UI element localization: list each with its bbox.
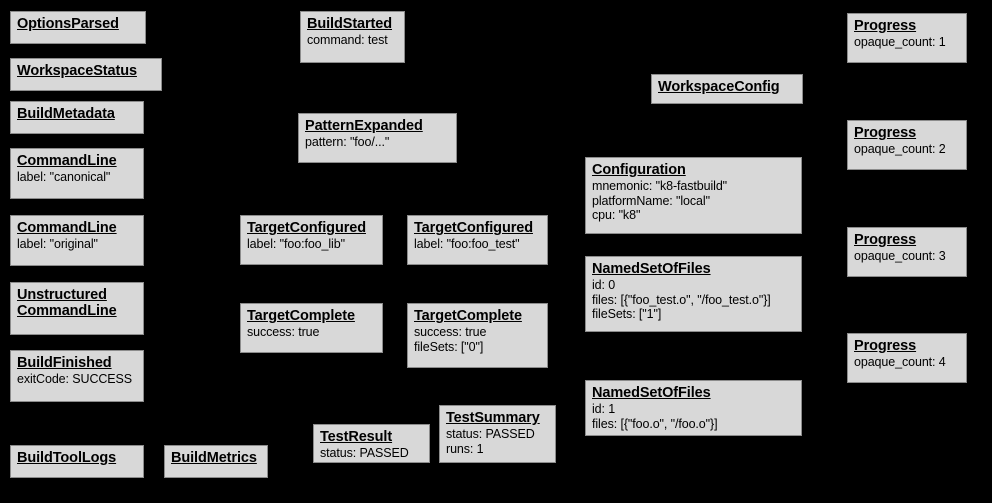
- node-field: fileSets: ["0"]: [414, 339, 484, 354]
- node-unstructured-command-line[interactable]: Unstructured CommandLine: [10, 282, 144, 335]
- node-title-options-parsed: OptionsParsed: [17, 16, 119, 32]
- node-title-workspace-config: WorkspaceConfig: [658, 79, 780, 95]
- node-title-progress-1: Progress: [854, 18, 917, 34]
- node-progress-2[interactable]: Progress opaque_count: 2: [847, 120, 967, 170]
- node-fields-test-result: status: PASSED: [320, 446, 423, 461]
- node-options-parsed[interactable]: OptionsParsed: [10, 11, 146, 44]
- node-build-started[interactable]: BuildStarted command: test: [300, 11, 405, 63]
- node-title-progress-4: Progress: [854, 338, 917, 354]
- node-progress-3[interactable]: Progress opaque_count: 3: [847, 227, 967, 277]
- node-title-command-line-original: CommandLine: [17, 220, 117, 236]
- node-field: pattern: "foo/...": [305, 135, 390, 149]
- node-workspace-config[interactable]: WorkspaceConfig: [651, 74, 803, 104]
- node-fields-pattern-expanded: pattern: "foo/...": [305, 135, 450, 150]
- node-field: files: [{"foo.o", "/foo.o"}]: [592, 416, 718, 431]
- node-workspace-status[interactable]: WorkspaceStatus: [10, 58, 162, 91]
- node-title-configuration: Configuration: [592, 162, 686, 178]
- node-target-complete-lib[interactable]: TargetComplete success: true: [240, 303, 383, 353]
- node-test-result[interactable]: TestResult status: PASSED: [313, 424, 430, 463]
- node-title-build-metrics: BuildMetrics: [171, 450, 257, 466]
- node-field: cpu: "k8": [592, 208, 641, 222]
- node-field: label: "foo:foo_lib": [247, 237, 345, 251]
- node-field: command: test: [307, 33, 388, 47]
- node-title-progress-2: Progress: [854, 125, 917, 141]
- node-configuration[interactable]: Configuration mnemonic: "k8-fastbuild"pl…: [585, 157, 802, 234]
- node-target-configured-foo-lib[interactable]: TargetConfigured label: "foo:foo_lib": [240, 215, 383, 265]
- node-title-workspace-status: WorkspaceStatus: [17, 63, 137, 79]
- node-build-tool-logs[interactable]: BuildToolLogs: [10, 445, 144, 478]
- node-fields-build-finished: exitCode: SUCCESS: [17, 372, 137, 387]
- node-field: label: "original": [17, 237, 98, 251]
- node-build-metadata[interactable]: BuildMetadata: [10, 101, 144, 134]
- node-field: label: "canonical": [17, 170, 111, 184]
- node-title-target-complete-lib: TargetComplete: [247, 308, 355, 324]
- node-fields-target-configured-foo-lib: label: "foo:foo_lib": [247, 237, 376, 252]
- node-field: files: [{"foo_test.o", "/foo_test.o"}]: [592, 292, 771, 307]
- node-title-target-configured-foo-test: TargetConfigured: [414, 220, 533, 236]
- node-fields-target-complete-lib: success: true: [247, 325, 376, 340]
- node-title-build-tool-logs: BuildToolLogs: [17, 450, 117, 466]
- node-field: label: "foo:foo_test": [414, 237, 520, 251]
- node-fields-target-configured-foo-test: label: "foo:foo_test": [414, 237, 541, 252]
- node-title-test-summary: TestSummary: [446, 410, 540, 426]
- node-field: success: true: [414, 325, 487, 339]
- node-fields-progress-4: opaque_count: 4: [854, 355, 960, 370]
- node-command-line-original[interactable]: CommandLine label: "original": [10, 215, 144, 266]
- node-title-named-set-of-files-0: NamedSetOfFiles: [592, 261, 711, 277]
- node-field: id: 0: [592, 278, 616, 292]
- node-field: runs: 1: [446, 441, 484, 456]
- node-title-target-complete-test: TargetComplete: [414, 308, 522, 324]
- node-field: opaque_count: 1: [854, 35, 946, 49]
- node-field: platformName: "local": [592, 193, 710, 208]
- node-field: opaque_count: 2: [854, 142, 946, 156]
- node-title-pattern-expanded: PatternExpanded: [305, 118, 423, 134]
- node-field: exitCode: SUCCESS: [17, 372, 133, 386]
- node-field: id: 1: [592, 402, 616, 416]
- node-field: opaque_count: 3: [854, 249, 946, 263]
- node-command-line-canonical[interactable]: CommandLine label: "canonical": [10, 148, 144, 199]
- node-title-unstructured-command-line: Unstructured CommandLine: [17, 287, 117, 319]
- node-title-named-set-of-files-1: NamedSetOfFiles: [592, 385, 711, 401]
- node-field: fileSets: ["1"]: [592, 307, 662, 321]
- node-fields-progress-1: opaque_count: 1: [854, 35, 960, 50]
- node-target-configured-foo-test[interactable]: TargetConfigured label: "foo:foo_test": [407, 215, 548, 265]
- node-field: opaque_count: 4: [854, 355, 946, 369]
- node-title-command-line-canonical: CommandLine: [17, 153, 117, 169]
- node-field: success: true: [247, 325, 320, 339]
- node-fields-progress-3: opaque_count: 3: [854, 249, 960, 264]
- node-pattern-expanded[interactable]: PatternExpanded pattern: "foo/...": [298, 113, 457, 163]
- node-title-build-finished: BuildFinished: [17, 355, 112, 371]
- node-build-metrics[interactable]: BuildMetrics: [164, 445, 268, 478]
- node-fields-build-started: command: test: [307, 33, 398, 48]
- node-title-progress-3: Progress: [854, 232, 917, 248]
- node-fields-progress-2: opaque_count: 2: [854, 142, 960, 157]
- node-field: status: PASSED: [320, 446, 409, 460]
- node-title-test-result: TestResult: [320, 429, 393, 445]
- node-field: mnemonic: "k8-fastbuild": [592, 179, 728, 193]
- node-title-build-started: BuildStarted: [307, 16, 393, 32]
- node-progress-4[interactable]: Progress opaque_count: 4: [847, 333, 967, 383]
- node-title-target-configured-foo-lib: TargetConfigured: [247, 220, 366, 236]
- node-build-finished[interactable]: BuildFinished exitCode: SUCCESS: [10, 350, 144, 402]
- node-title-build-metadata: BuildMetadata: [17, 106, 115, 122]
- node-fields-command-line-canonical: label: "canonical": [17, 170, 137, 185]
- node-progress-1[interactable]: Progress opaque_count: 1: [847, 13, 967, 63]
- node-fields-configuration: mnemonic: "k8-fastbuild"platformName: "l…: [592, 179, 795, 223]
- node-field: status: PASSED: [446, 427, 535, 441]
- node-fields-command-line-original: label: "original": [17, 237, 137, 252]
